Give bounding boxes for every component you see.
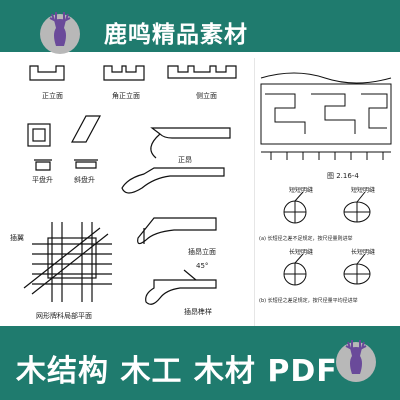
label-angle: 45°	[196, 262, 208, 270]
label-brace: 插翼	[10, 233, 24, 242]
label-tag1: 短短明缝	[289, 186, 313, 194]
footer-band	[0, 326, 400, 400]
left-diagram-svg: 正立面 角正立面 侧立面 平盘升 斜盘升 正昂 插昂立面 45° 插昂榫样 插翼…	[10, 65, 237, 320]
label-beam-end: 正昂	[178, 156, 192, 164]
label-slant-sheng: 斜盘升	[74, 175, 95, 184]
label-tag4: 长短明缝	[351, 248, 375, 256]
footer-title: 木结构 木工 木材 PDF	[16, 354, 338, 389]
right-diagram-svg: 图 2.16-4 短短明缝 短短明缝 长短明缝 长短明缝 (a) 长短径之差不足…	[259, 72, 392, 304]
deer-logo-icon	[34, 6, 86, 58]
label-front: 正立面	[42, 91, 63, 100]
label-grid-plan: 网形牌科局部平面	[36, 311, 92, 320]
label-fig-no: 图 2.16-4	[327, 172, 359, 180]
label-jiao-ang-front: 插昂立面	[188, 247, 216, 256]
label-side: 侧立面	[196, 91, 217, 100]
brand-title: 鹿鸣精品素材	[104, 22, 248, 48]
label-note2: (b) 长短径之差足规定，按尺径量平均径进举	[259, 297, 358, 304]
label-tag2: 短短明缝	[351, 186, 375, 194]
deer-logo-icon	[330, 334, 382, 386]
left-drawings-panel: 正立面 角正立面 侧立面 平盘升 斜盘升 正昂 插昂立面 45° 插昂榫样 插翼…	[4, 58, 250, 326]
label-flat-sheng: 平盘升	[32, 175, 53, 184]
label-tag3: 长短明缝	[289, 248, 313, 256]
label-note1: (a) 长短径之差不足规定，按尺径量则进举	[259, 235, 353, 242]
label-jiao-ang-detail: 插昂榫样	[184, 307, 212, 316]
right-drawings-panel: 图 2.16-4 短短明缝 短短明缝 长短明缝 长短明缝 (a) 长短径之差不足…	[254, 58, 399, 326]
label-corner-front: 角正立面	[112, 91, 140, 100]
